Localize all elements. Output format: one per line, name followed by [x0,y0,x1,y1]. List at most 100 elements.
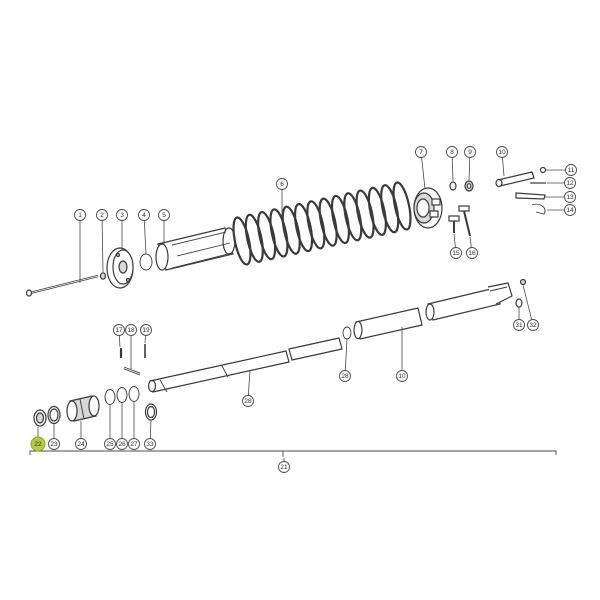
part-o-ring [342,326,352,340]
callout-leader-32 [522,284,533,320]
part-main-shaft [147,350,290,393]
callout-marker-19[interactable] [140,324,152,336]
callout-label-16: 16 [468,250,476,257]
callout-label-25: 25 [106,441,114,448]
part-small-ring [539,166,547,174]
callout-marker-4[interactable] [138,209,150,221]
callout-leader-33 [149,419,152,439]
part-bushing-small [33,409,47,427]
callout-leader-7 [421,157,426,190]
callout-marker-12[interactable] [564,177,576,189]
callout-label-18: 18 [127,327,135,334]
spring-coil [355,189,375,239]
callout-leader-28a [344,338,348,371]
assembly-bracket [29,450,557,457]
part-grease-nipple [519,278,527,286]
spring-coil [380,184,400,234]
callout-marker-31[interactable] [513,319,525,331]
part-small-pin [515,298,523,308]
callout-marker-32[interactable] [527,319,539,331]
callout-label-11: 11 [568,167,575,174]
callout-marker-2[interactable] [96,209,108,221]
callout-marker-13[interactable] [564,191,576,203]
callout-marker-33[interactable] [144,438,156,450]
callout-leader-10a [502,157,505,177]
callout-marker-17[interactable] [113,324,125,336]
spring-coil [232,216,252,266]
part-o-ring-c [128,386,140,402]
callout-marker-6[interactable] [276,178,288,190]
callout-marker-21[interactable] [278,461,290,473]
callout-label-9: 9 [468,149,472,156]
callout-marker-23[interactable] [48,438,60,450]
callout-label-1: 1 [78,212,82,219]
spring-coil [306,200,326,250]
callout-marker-7[interactable] [415,146,427,158]
callout-label-10a: 10 [498,149,506,156]
part-nut [464,180,474,192]
callout-marker-28b[interactable] [242,395,254,407]
callout-marker-10b[interactable] [396,370,408,382]
callout-label-7: 7 [419,149,423,156]
callout-leader-16 [469,236,472,248]
callout-label-5: 5 [162,212,166,219]
part-o-ring-a [104,389,116,405]
callout-marker-25[interactable] [104,438,116,450]
callout-marker-27[interactable] [128,438,140,450]
part-spring-seat [413,187,443,229]
callout-label-14: 14 [566,207,574,214]
callout-leader-8 [451,157,454,182]
spring-coil [367,186,387,237]
part-washer [449,181,457,191]
callout-marker-8[interactable] [446,146,458,158]
spring-coil [244,213,264,263]
callout-label-31: 31 [515,322,523,329]
callout-marker-11[interactable] [565,164,577,176]
spring-coil [392,181,412,231]
callout-label-23: 23 [50,441,58,448]
callout-marker-9[interactable] [464,146,476,158]
callout-marker-1[interactable] [74,209,86,221]
callout-marker-18[interactable] [125,324,137,336]
part-ring [47,405,61,425]
callout-label-22: 22 [34,441,42,448]
callout-leader-28b [247,369,251,396]
callout-label-15: 15 [452,250,460,257]
callout-label-28a: 28 [341,373,349,380]
callout-marker-10a[interactable] [496,146,508,158]
callout-marker-5[interactable] [158,209,170,221]
spring-coil [318,197,338,247]
callout-marker-16[interactable] [466,247,478,259]
callout-label-33: 33 [146,441,154,448]
callout-marker-22[interactable] [30,436,46,452]
part-small-nut [99,272,107,280]
callout-label-3: 3 [120,212,124,219]
spring-coil [343,192,363,242]
callout-marker-24[interactable] [75,438,87,450]
part-bolt-long [458,205,471,237]
callout-marker-26[interactable] [116,438,128,450]
callout-marker-15[interactable] [450,247,462,259]
part-clevis-pin [495,171,535,188]
callout-label-12: 12 [566,180,574,187]
callout-marker-14[interactable] [564,204,576,216]
callout-marker-28a[interactable] [339,370,351,382]
callout-leader-4 [143,220,147,255]
callout-label-27: 27 [130,441,138,448]
callout-label-8: 8 [450,149,454,156]
callout-leader-9 [468,157,471,181]
spring-coil [269,208,289,258]
callout-marker-3[interactable] [116,209,128,221]
callout-leader-19 [144,335,146,344]
callout-label-21: 21 [280,464,288,471]
part-coil-spring [232,181,412,266]
part-bushing [144,403,158,421]
part-tube [353,307,423,340]
spring-coil [257,210,277,261]
part-lever [515,192,546,200]
part-cross-pin [123,366,141,376]
part-o-ring-b [116,387,128,403]
callout-label-6: 6 [280,181,284,188]
